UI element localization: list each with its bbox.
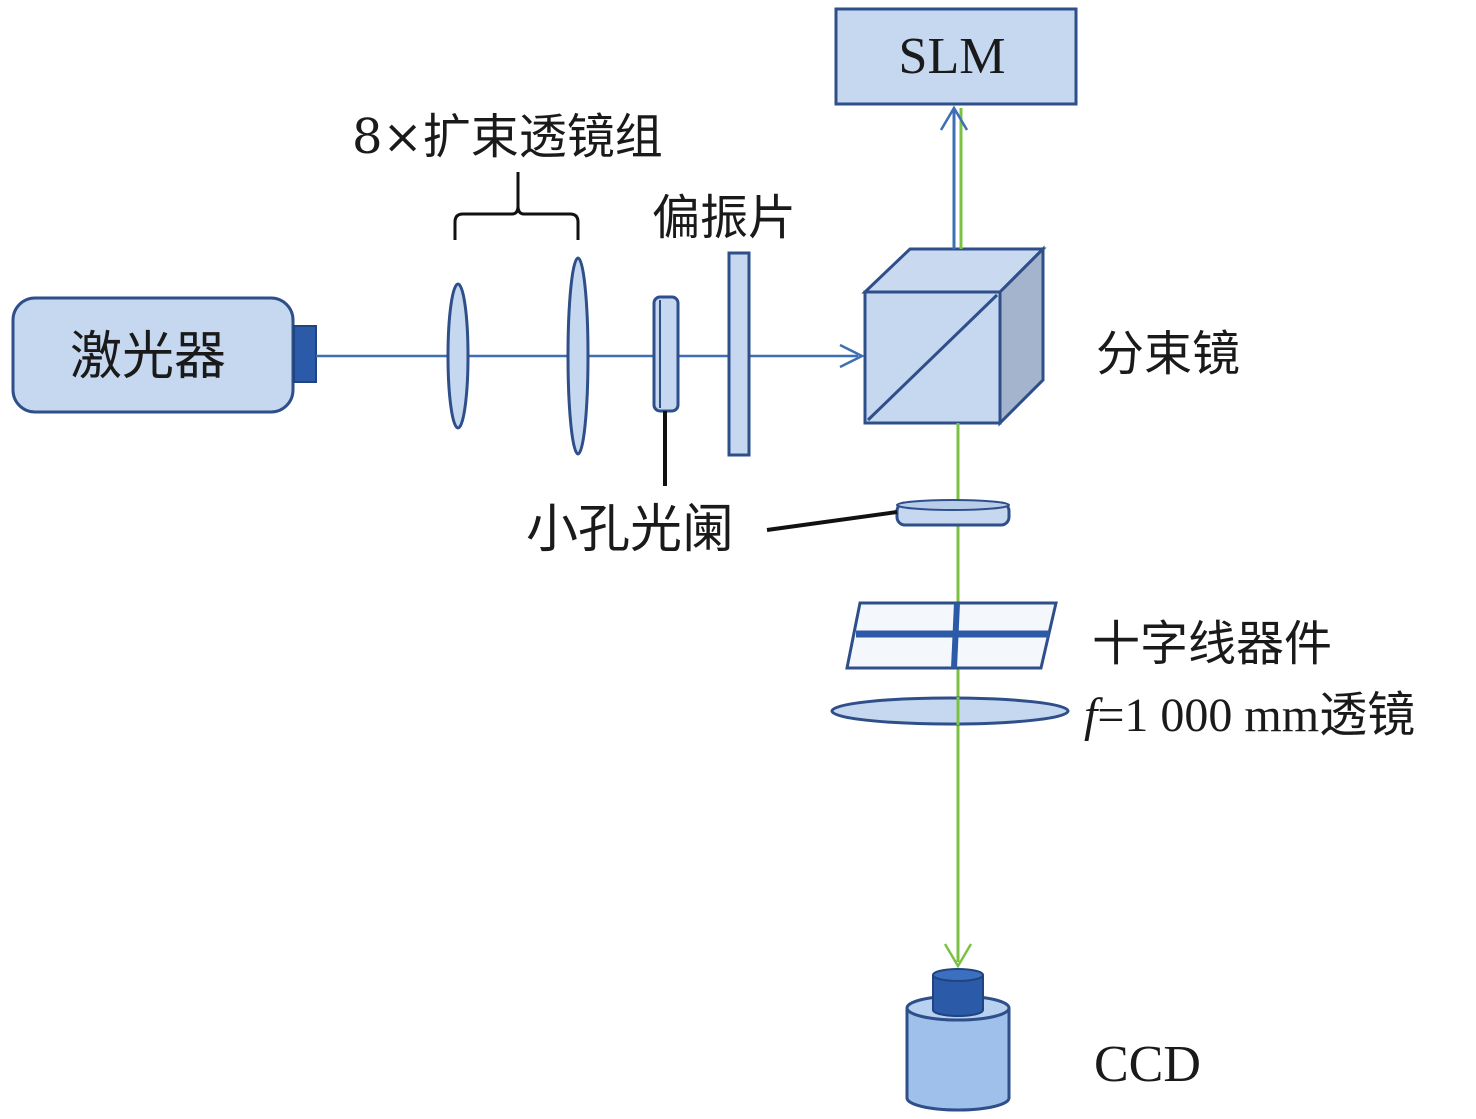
aperture-2-leader [766, 510, 898, 532]
ccd-body [905, 1008, 1011, 1112]
ccd-lens-barrel [932, 975, 984, 1017]
beam-expander-label: 8×扩束透镜组 [352, 109, 663, 165]
cube-diagonal [866, 293, 999, 422]
focusing-lens [830, 696, 1070, 726]
aperture-label: 小孔光阑 [526, 500, 734, 560]
lens-label: f=1 000 mm透镜 [1084, 689, 1415, 742]
crosshair-device [845, 601, 1058, 670]
polarizer [727, 251, 751, 457]
beam-splitter-label: 分束镜 [1096, 326, 1240, 382]
crosshair-vertical [951, 602, 960, 669]
aperture-2-top [896, 499, 1010, 511]
polarizer-label: 偏振片 [652, 190, 796, 246]
beam-arrowhead-down [943, 943, 973, 969]
aperture-1 [652, 295, 680, 413]
slm [834, 7, 1078, 106]
laser-output-port [293, 325, 317, 383]
beam-arrowhead-right [839, 343, 865, 369]
lens-focal-value: =1 000 mm透镜 [1097, 689, 1415, 742]
expander-lens-1 [446, 282, 470, 430]
ccd-label: CCD [1094, 1036, 1201, 1093]
ccd-camera [905, 968, 1011, 1112]
beam-expander-bracket [453, 172, 580, 240]
expander-lens-2 [566, 256, 590, 456]
beam-splitter [861, 245, 1047, 427]
crosshair-label: 十字线器件 [1092, 616, 1332, 672]
laser: 激光器 [11, 296, 317, 414]
ccd-lens-top [932, 968, 984, 982]
slm-label: SLM [899, 28, 1006, 85]
aperture-2 [895, 499, 1011, 527]
laser-label: 激光器 [70, 327, 226, 387]
beam-arrowhead-up [939, 105, 969, 131]
